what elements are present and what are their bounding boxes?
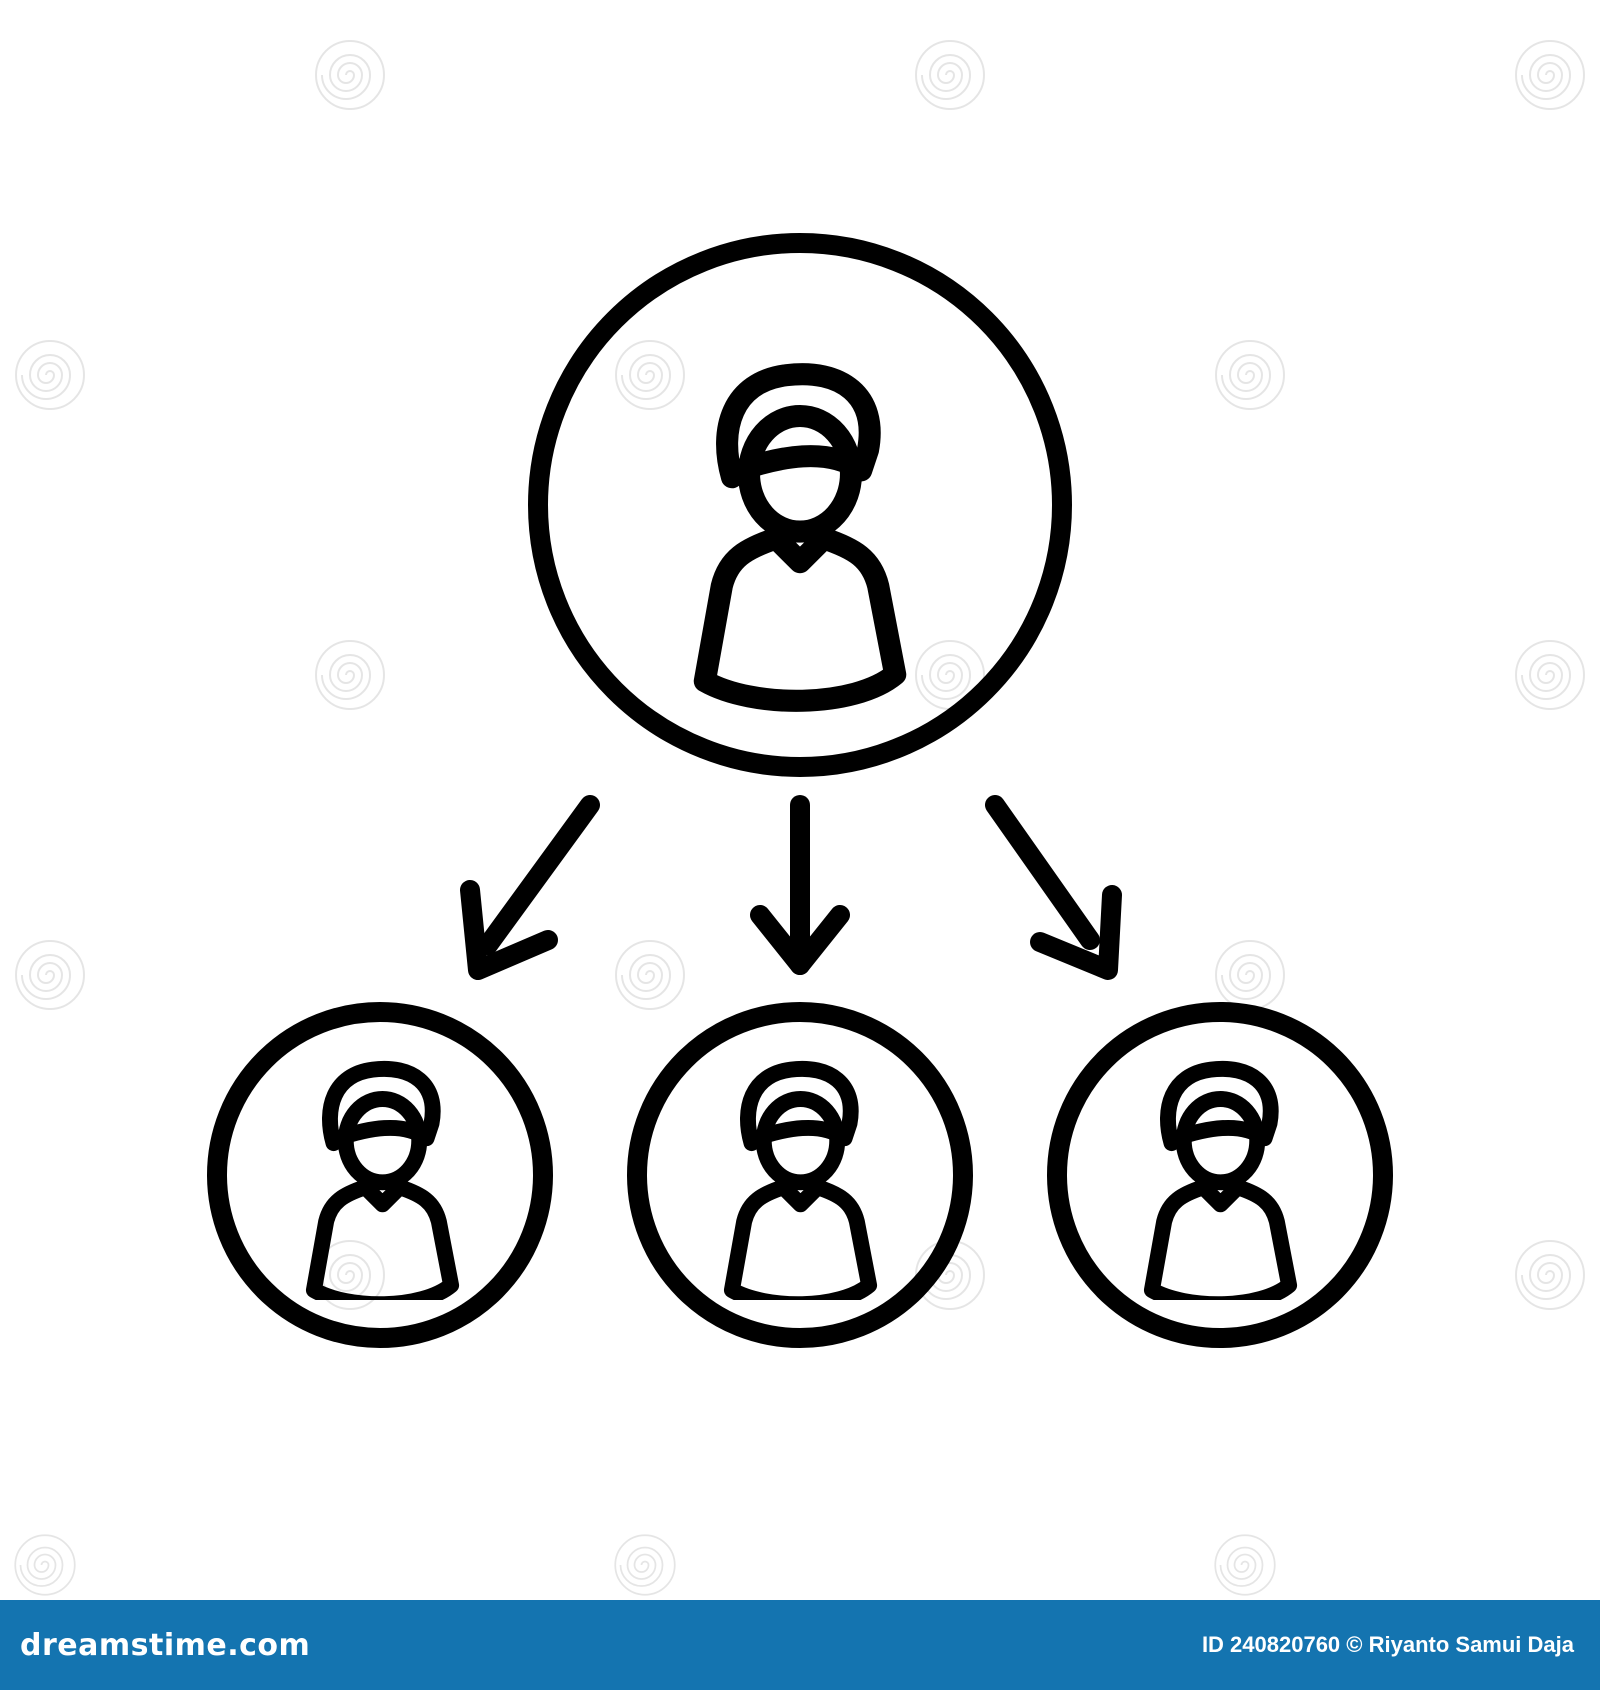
brand-logo-text: dreamstime.com <box>20 1627 311 1663</box>
child-node-center <box>627 1002 973 1348</box>
footer-bar: dreamstime.com ID 240820760 © Riyanto Sa… <box>0 1600 1600 1690</box>
spiral-watermark-icon <box>14 1534 76 1596</box>
person-icon <box>732 1069 869 1304</box>
spiral-watermark-icon <box>1214 1534 1276 1596</box>
arrow-right <box>985 795 1122 980</box>
spiral-watermark-icon <box>315 40 385 110</box>
person-icon <box>1152 1069 1289 1304</box>
spiral-watermark-icon <box>615 340 685 410</box>
spiral-watermark-icon <box>15 940 85 1010</box>
person-icon <box>705 374 895 701</box>
spiral-watermark-icon <box>1515 640 1585 710</box>
image-credit: ID 240820760 © Riyanto Samui Daja <box>1201 1632 1574 1657</box>
spiral-watermark-icon <box>614 1534 676 1596</box>
top-node <box>528 233 1072 777</box>
spiral-watermark-icon <box>915 40 985 110</box>
spiral-watermark-icon <box>1215 340 1285 410</box>
child-node-right <box>1047 1002 1393 1348</box>
hierarchy-diagram <box>14 40 1585 1596</box>
spiral-watermark-icon <box>615 940 685 1010</box>
spiral-watermark-icon <box>1515 1240 1585 1310</box>
spiral-watermark-icon <box>1215 940 1285 1010</box>
arrow-left <box>460 795 600 980</box>
spiral-watermark-icon <box>1515 40 1585 110</box>
arrow-center <box>750 795 850 975</box>
spiral-watermark-icon <box>315 640 385 710</box>
child-node-left <box>207 1002 553 1348</box>
spiral-watermark-icon <box>15 340 85 410</box>
